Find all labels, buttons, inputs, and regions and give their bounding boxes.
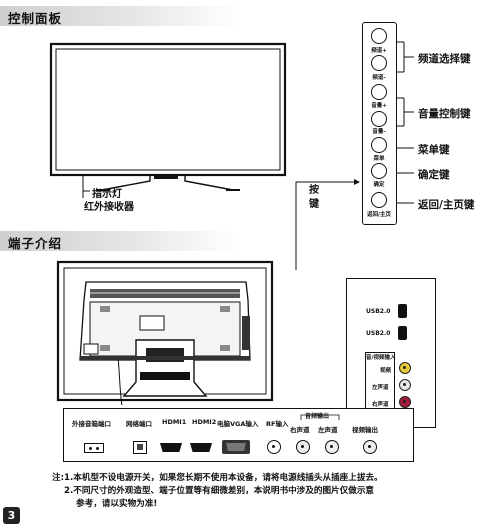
control-panel-header-band — [0, 6, 240, 26]
network-port[interactable] — [133, 441, 147, 454]
back-key-callout: 返回/主页键 — [418, 199, 475, 211]
usb1-label: USB2.0 — [366, 308, 391, 315]
right-in-jack[interactable] — [399, 396, 411, 408]
ok-button-label: 确定 — [373, 182, 385, 188]
terminals-header-band — [0, 231, 240, 251]
video-out-label: 视频输出 — [352, 426, 378, 434]
usb1-port[interactable] — [398, 304, 407, 318]
left-in-jack[interactable] — [399, 379, 411, 391]
volume-down-button[interactable] — [371, 111, 387, 127]
left-in-label: 左声道 — [372, 385, 389, 391]
channel-up-label: 频道+ — [371, 48, 387, 54]
keys-label: 按 键 — [309, 185, 319, 210]
right-out-label: 右声道 — [290, 426, 310, 434]
ir-receiver-label: 红外接收器 — [84, 202, 134, 213]
video-in-label: 视频 — [380, 368, 392, 374]
menu-key-callout: 菜单键 — [418, 144, 450, 156]
rf-label: RF输入 — [266, 420, 289, 428]
usb2-label: USB2.0 — [366, 330, 391, 337]
hdmi1-label: HDMI1 — [162, 418, 187, 426]
page-number: 3 — [3, 507, 20, 524]
volume-up-button[interactable] — [371, 84, 387, 100]
channel-down-button[interactable] — [371, 55, 387, 71]
channel-down-label: 频道- — [372, 75, 386, 81]
back-home-button[interactable] — [371, 192, 387, 208]
left-out-label: 左声道 — [318, 426, 338, 434]
menu-button[interactable] — [371, 137, 387, 153]
usb2-port[interactable] — [398, 326, 407, 340]
volume-up-label: 音量+ — [371, 103, 387, 109]
rf-port[interactable] — [267, 440, 281, 454]
note-line-3: 参考，请以实物为准! — [76, 499, 158, 509]
back-home-button-label: 返回/主页 — [366, 212, 391, 218]
video-out-jack[interactable] — [363, 440, 377, 454]
left-out-jack[interactable] — [325, 440, 339, 454]
note-line-2: 2.不同尺寸的外观造型、端子位置等有细微差别，本说明书中涉及的图片仅做示意 — [64, 486, 375, 496]
hdmi2-label: HDMI2 — [192, 418, 217, 426]
indicator-label: 指示灯 — [92, 189, 122, 200]
ext-speaker-port[interactable] — [84, 443, 104, 453]
volume-key-callout: 音量控制键 — [418, 108, 471, 120]
pc-vga-label: 电脑VGA输入 — [217, 420, 259, 428]
av-input-label: 音/视频输入 — [366, 355, 396, 361]
ok-button[interactable] — [371, 163, 387, 179]
terminals-title: 端子介绍 — [8, 236, 63, 251]
side-terminal-panel — [346, 278, 436, 428]
note-line-1: 注:1.本机型不设电源开关，如果您长期不使用本设备，请将电源线插头从插座上拔去。 — [52, 473, 383, 483]
menu-button-label: 菜单 — [373, 156, 385, 162]
ok-key-callout: 确定键 — [418, 169, 450, 181]
hdmi1-port[interactable] — [160, 443, 182, 452]
hdmi2-port[interactable] — [190, 443, 212, 452]
channel-up-button[interactable] — [371, 28, 387, 44]
volume-down-label: 音量- — [372, 129, 386, 135]
network-label: 网络端口 — [126, 420, 152, 428]
audio-out-label: 音频输出 — [305, 413, 330, 420]
right-in-label: 右声道 — [372, 402, 389, 408]
right-out-jack[interactable] — [296, 440, 310, 454]
channel-key-callout: 频道选择键 — [418, 53, 471, 65]
video-in-jack[interactable] — [399, 362, 411, 374]
control-panel-title: 控制面板 — [8, 11, 63, 26]
ext-speaker-label: 外接音箱端口 — [72, 420, 111, 428]
pc-vga-port[interactable] — [222, 440, 250, 454]
